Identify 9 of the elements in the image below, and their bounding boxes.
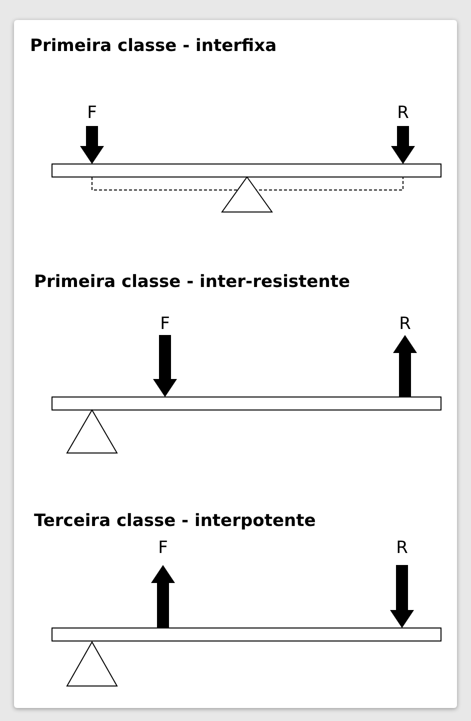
force-label: F: [160, 314, 170, 334]
force-label: F: [87, 103, 97, 123]
section-heading: Primeira classe - interfixa: [30, 36, 277, 56]
force-label: F: [158, 538, 168, 558]
force-label: R: [397, 103, 409, 123]
section-heading: Terceira classe - interpotente: [34, 511, 316, 531]
force-label: R: [399, 314, 411, 334]
section-heading: Primeira classe - inter-resistente: [34, 272, 350, 292]
force-label: R: [396, 538, 408, 558]
